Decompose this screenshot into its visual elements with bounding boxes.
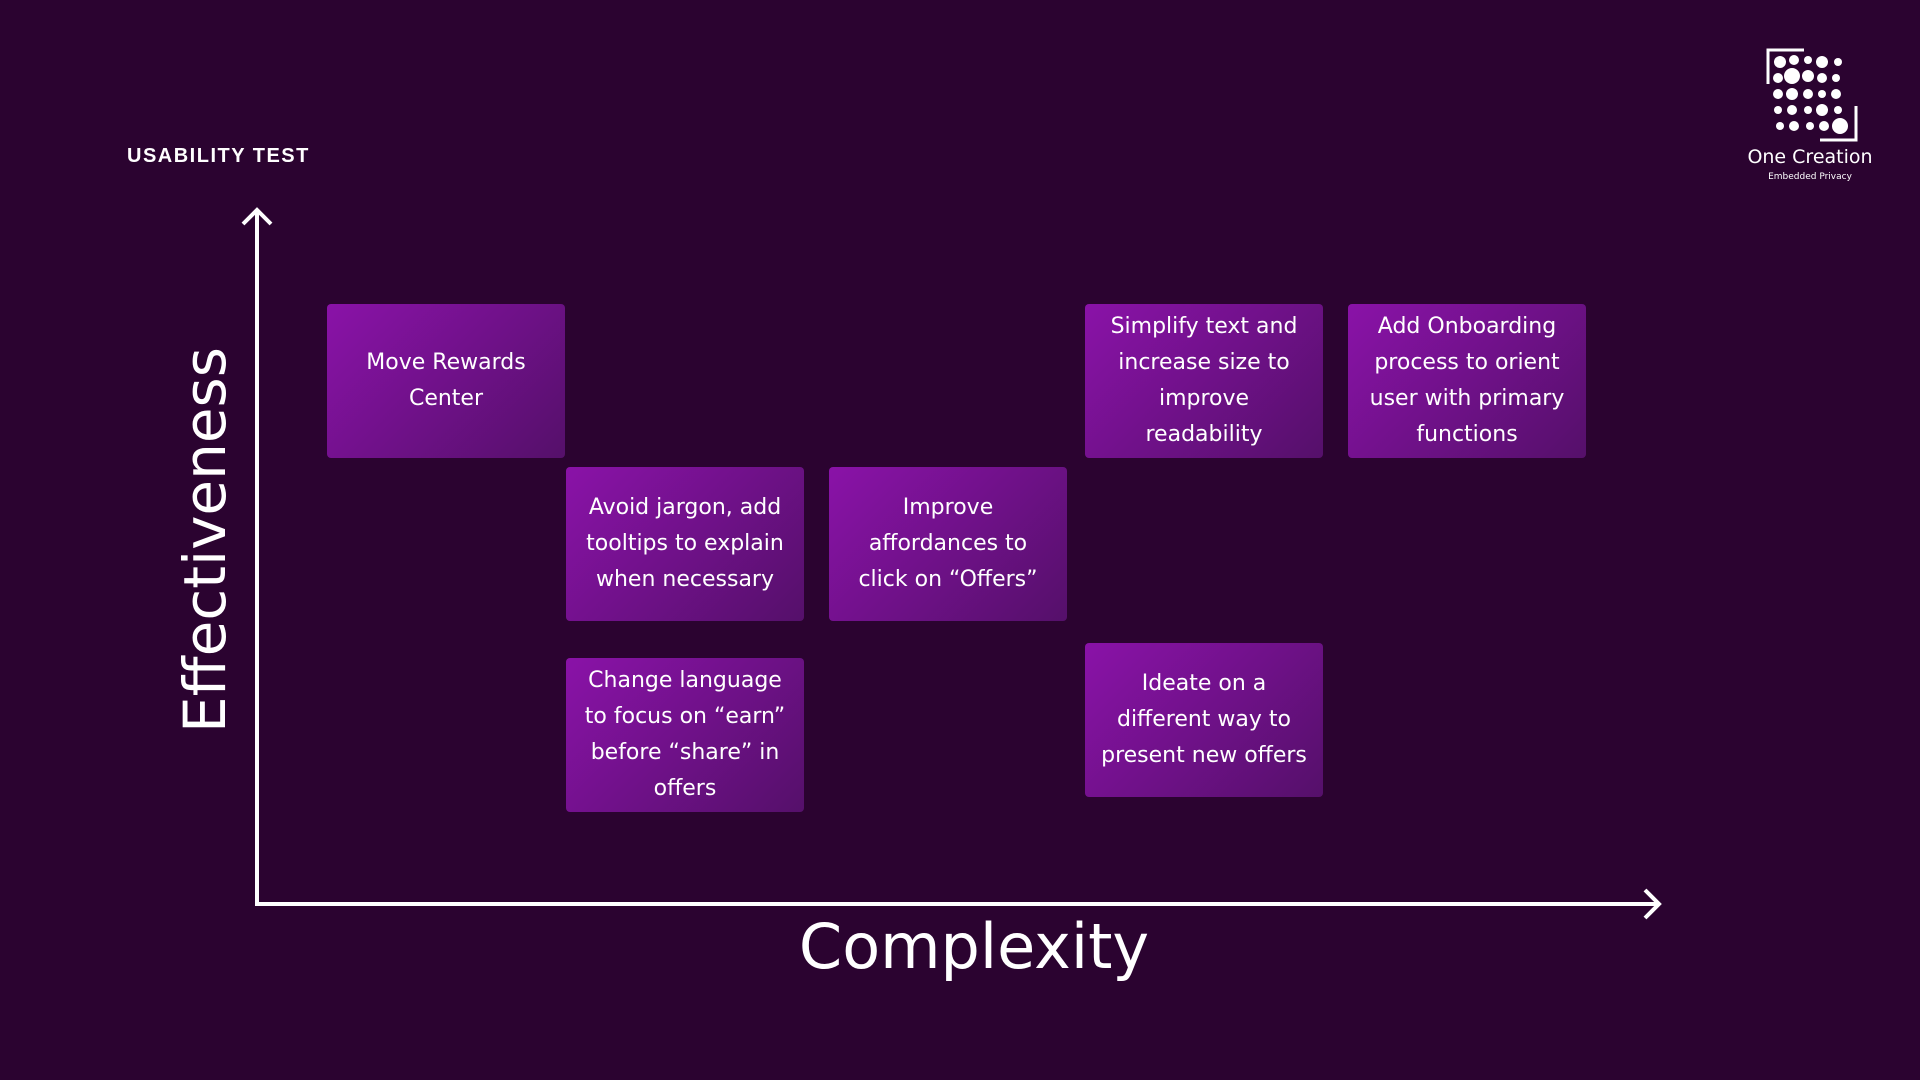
card-move-rewards: Move Rewards Center — [327, 304, 565, 458]
card-improve-affordances: Improve affordances to click on “Offers” — [829, 467, 1067, 621]
card-change-language: Change language to focus on “earn” befor… — [566, 658, 804, 812]
card-avoid-jargon: Avoid jargon, add tooltips to explain wh… — [566, 467, 804, 621]
card-add-onboarding: Add Onboarding process to orient user wi… — [1348, 304, 1586, 458]
section-label: USABILITY TEST — [127, 145, 310, 167]
logo: One Creation Embedded Privacy — [1730, 46, 1890, 186]
card-simplify-text: Simplify text and increase size to impro… — [1085, 304, 1323, 458]
x-axis-title: Complexity — [798, 910, 1150, 983]
logo-name: One Creation — [1747, 146, 1873, 168]
x-axis-arrow-icon — [1643, 888, 1662, 920]
logo-tagline: Embedded Privacy — [1768, 172, 1852, 182]
y-axis-arrow-icon — [241, 207, 273, 226]
card-ideate-offers: Ideate on a different way to present new… — [1085, 643, 1323, 797]
logo-mark-icon — [1766, 48, 1858, 142]
y-axis-title: Effectiveness — [171, 347, 239, 733]
